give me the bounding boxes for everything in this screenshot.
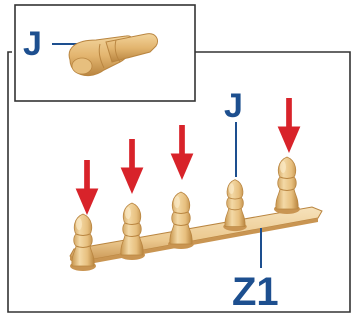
- arrow-down-icon-1: [75, 160, 99, 215]
- arrow-down-icon-3: [170, 125, 194, 180]
- inset-part-label: J: [23, 25, 42, 63]
- arrow-down-icon-2: [120, 139, 144, 194]
- main-frame: [7, 51, 351, 313]
- peg-3: [167, 191, 195, 250]
- assembly-label: Z1: [232, 270, 279, 314]
- arrow-down-icon-4: [277, 98, 301, 153]
- peg-1: [69, 213, 97, 272]
- peg-4: [222, 179, 248, 232]
- main-part-label: J: [224, 87, 243, 125]
- rail-z1: [69, 206, 323, 266]
- inset-dowel: [68, 33, 159, 77]
- peg-2: [118, 202, 146, 261]
- peg-5: [273, 156, 301, 215]
